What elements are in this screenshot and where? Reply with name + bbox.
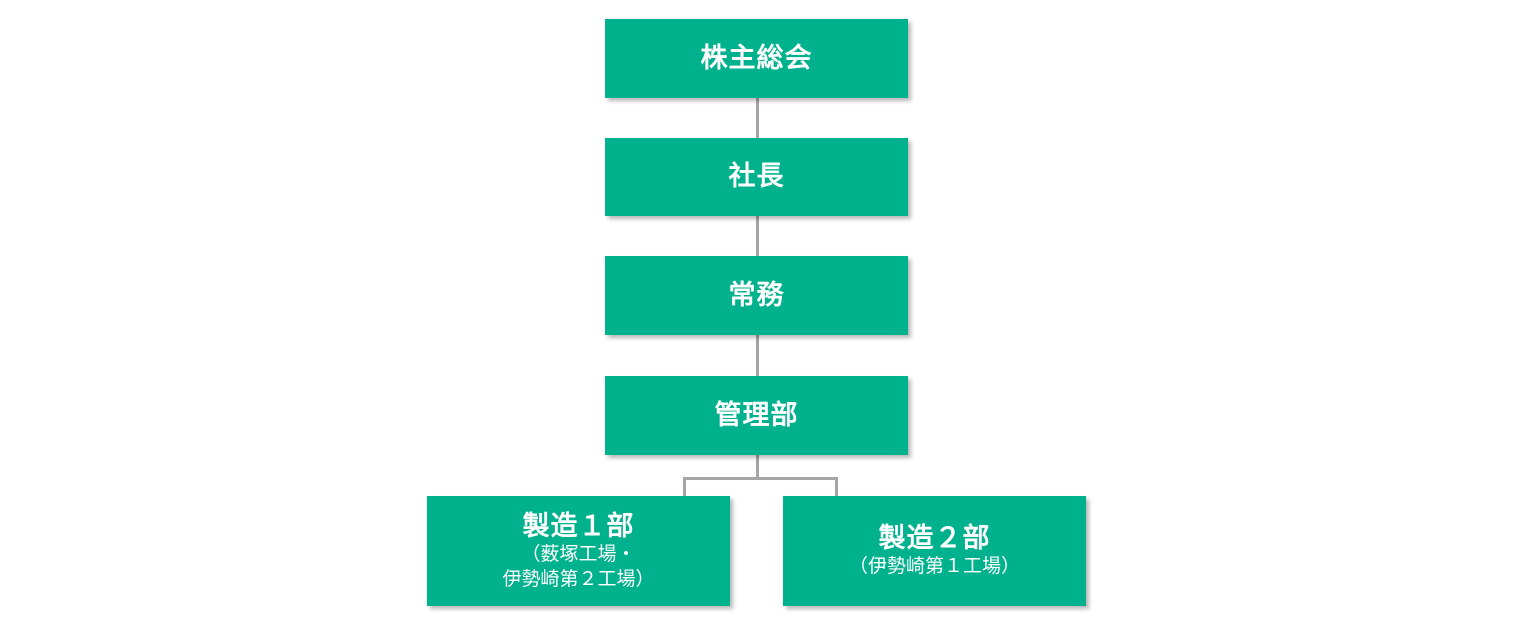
connector-branch-manufacturing-2 bbox=[835, 477, 838, 496]
node-subtitle-line2: 伊勢崎第２工場） bbox=[502, 567, 655, 590]
node-subtitle-line1: （薮塚工場・ bbox=[521, 542, 636, 565]
node-subtitle-line1: （伊勢崎第１工場） bbox=[848, 555, 1020, 578]
node-shareholders-meeting: 株主総会 bbox=[605, 19, 908, 98]
node-admin-department: 管理部 bbox=[605, 376, 908, 455]
connector-shareholders-president bbox=[756, 98, 759, 138]
node-managing-director: 常務 bbox=[605, 256, 908, 335]
connector-branch-manufacturing-1 bbox=[683, 477, 686, 496]
node-title: 製造２部 bbox=[878, 523, 991, 555]
node-title: 製造１部 bbox=[522, 510, 635, 542]
node-title: 株主総会 bbox=[700, 42, 813, 74]
node-title: 社長 bbox=[728, 161, 785, 193]
connector-admin-trunk bbox=[756, 455, 759, 479]
connector-president-managing-director bbox=[756, 216, 759, 256]
connector-managing-director-admin bbox=[756, 335, 759, 376]
node-manufacturing-1: 製造１部 （薮塚工場・ 伊勢崎第２工場） bbox=[427, 496, 730, 606]
node-title: 常務 bbox=[728, 279, 785, 311]
connector-admin-branch-horizontal bbox=[683, 477, 838, 480]
node-president: 社長 bbox=[605, 138, 908, 216]
node-title: 管理部 bbox=[714, 399, 799, 431]
node-manufacturing-2: 製造２部 （伊勢崎第１工場） bbox=[783, 496, 1086, 606]
